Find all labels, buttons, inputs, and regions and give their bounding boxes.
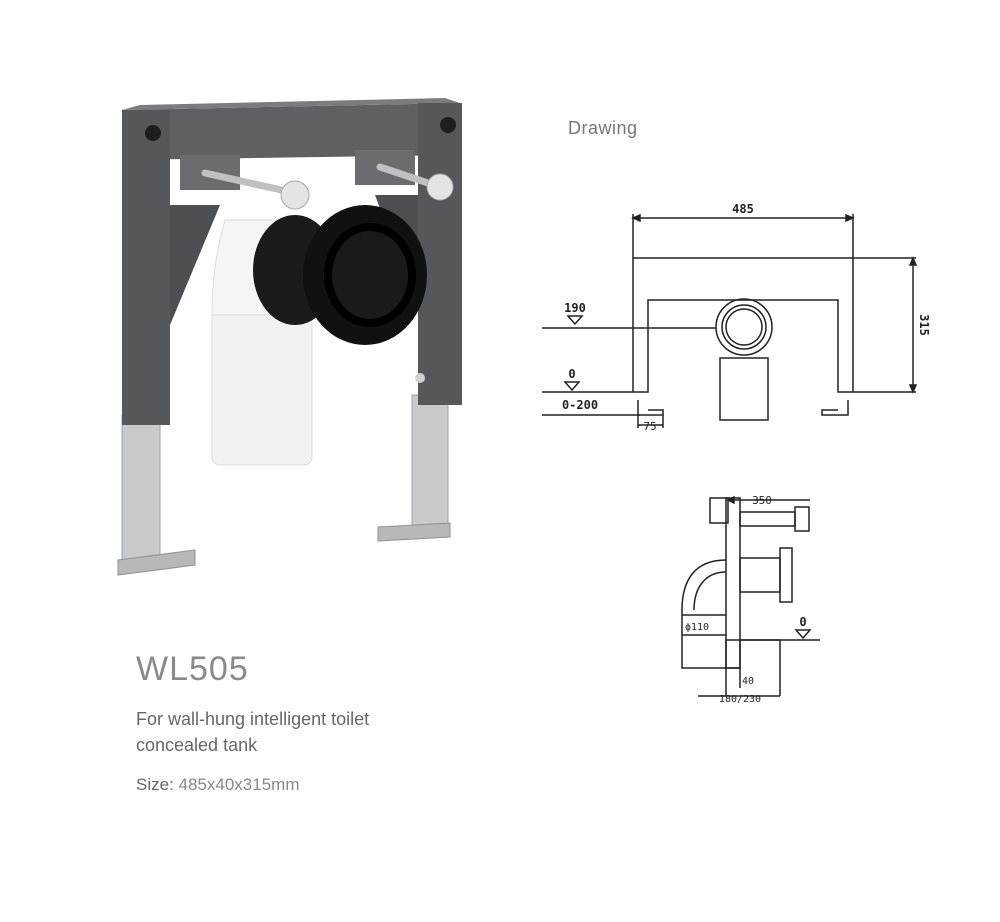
drain-pipe [211,309,313,466]
description-line-1: For wall-hung intelligent toilet [136,709,370,729]
front-drawing: 485 315 190 0 0-200 75 [542,202,931,433]
front-width-dim: 485 [732,202,754,216]
right-foot [377,522,451,542]
drawing-label: Drawing [568,118,638,138]
side-level-0: 0 [799,615,806,629]
left-leg [121,414,161,561]
product-image [117,98,462,576]
side-depth-dim: 350 [752,494,772,507]
front-height-dim: 315 [917,314,931,336]
right-leg [411,394,449,536]
size-info: Size: 485x40x315mm [136,775,300,795]
front-level-0: 0 [568,367,575,381]
right-post [418,103,462,405]
side-pipe-dia: ϕ110 [685,622,709,633]
description-line-2: concealed tank [136,735,258,755]
front-range: 0-200 [562,398,598,412]
left-foot [117,549,196,576]
model-title: WL505 [136,650,249,688]
side-range-dim: 180/230 [719,694,761,705]
side-offset-dim: 40 [742,676,754,687]
side-drawing: 350 ϕ110 0 40 180/230 [681,494,820,705]
size-value: 485x40x315mm [178,775,300,794]
top-beam [122,103,460,160]
size-label: Size: [136,775,174,794]
product-description: For wall-hung intelligent toilet conceal… [136,706,496,758]
front-foot-dim: 75 [643,420,656,433]
front-level-190: 190 [564,301,586,315]
left-post [122,110,170,425]
